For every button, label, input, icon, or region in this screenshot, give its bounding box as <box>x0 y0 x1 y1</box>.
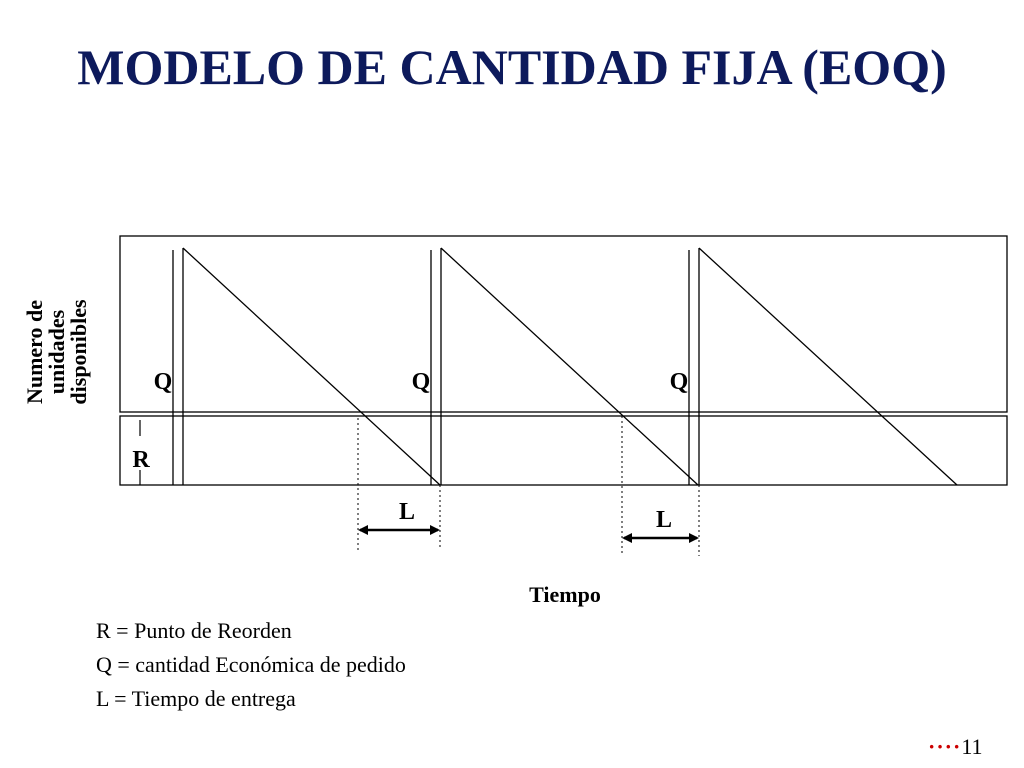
legend-item-order-quantity: Q = cantidad Económica de pedido <box>96 652 406 677</box>
slide-title: MODELO DE CANTIDAD FIJA (EOQ) <box>77 39 947 95</box>
q-label-3: Q <box>670 369 689 395</box>
depletion-line-2 <box>440 247 699 486</box>
page-dots: ···· <box>928 734 962 759</box>
q-label-2: Q <box>412 369 431 395</box>
legend-item-reorder-point: R = Punto de Reorden <box>96 618 292 643</box>
page-number-value: 11 <box>961 734 983 759</box>
legend: R = Punto de Reorden Q = cantidad Económ… <box>96 614 406 716</box>
r-label: R <box>132 447 150 473</box>
page-number: ····11 <box>928 734 983 760</box>
l-label-2: L <box>656 507 672 533</box>
q-label-1: Q <box>154 369 173 395</box>
depletion-line-1 <box>182 247 441 486</box>
x-axis-label: Tiempo <box>529 582 601 607</box>
lower-plot-frame <box>119 415 1008 486</box>
upper-plot-frame <box>119 235 1008 413</box>
legend-item-lead-time: L = Tiempo de entrega <box>96 686 296 711</box>
depletion-line-3 <box>698 247 958 486</box>
l-label-1: L <box>399 499 415 525</box>
